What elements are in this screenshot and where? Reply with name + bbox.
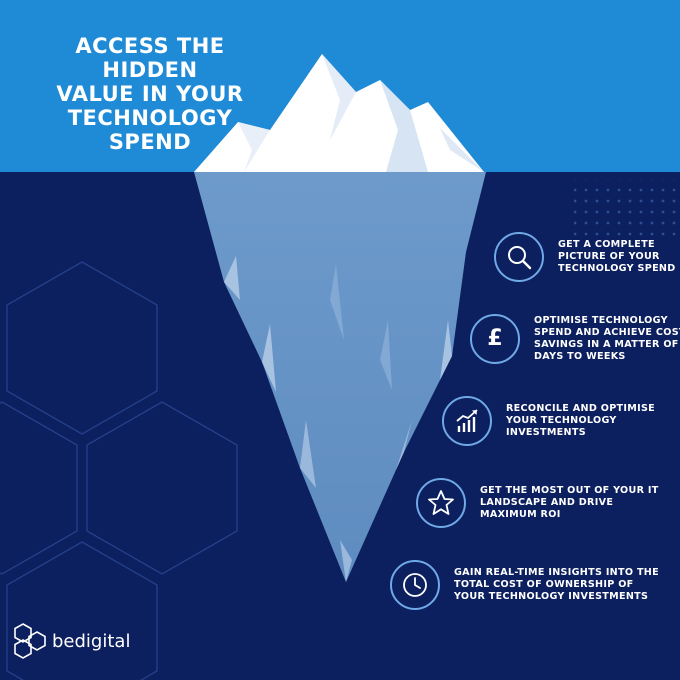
headline: ACCESS THE HIDDEN VALUE IN YOUR TECHNOLO… (24, 34, 276, 154)
headline-line: ACCESS THE HIDDEN (75, 34, 225, 82)
benefit-line: GET THE MOST OUT OF YOUR IT (480, 485, 659, 496)
headline-line: TECHNOLOGY (67, 106, 233, 130)
benefit-complete-picture: GET A COMPLETE PICTURE OF YOUR TECHNOLOG… (494, 232, 676, 282)
benefit-text: GET A COMPLETE PICTURE OF YOUR TECHNOLOG… (558, 239, 676, 275)
dot-grid-decoration (574, 180, 680, 240)
benefit-text: GET THE MOST OUT OF YOUR IT LANDSCAPE AN… (480, 485, 659, 521)
benefit-reconcile: RECONCILE AND OPTIMISE YOUR TECHNOLOGY I… (442, 396, 655, 446)
logo-text: bedigital (52, 630, 131, 652)
benefit-line: TECHNOLOGY SPEND (558, 263, 676, 274)
benefit-line: PICTURE OF YOUR (558, 251, 660, 262)
benefit-icon-ring (390, 560, 440, 610)
hexagon-decoration (0, 261, 238, 680)
benefit-line: YOUR TECHNOLOGY (506, 415, 617, 426)
benefit-line: GET A COMPLETE (558, 239, 655, 250)
benefit-line: MAXIMUM ROI (480, 509, 561, 520)
benefit-real-time-insights: GAIN REAL-TIME INSIGHTS INTO THE TOTAL C… (390, 560, 659, 610)
iceberg-underwater (194, 172, 486, 582)
bedigital-logo: bedigital (10, 620, 130, 662)
benefit-line: INVESTMENTS (506, 427, 586, 438)
benefit-line: SAVINGS IN A MATTER OF (534, 339, 679, 350)
benefit-text: RECONCILE AND OPTIMISE YOUR TECHNOLOGY I… (506, 403, 655, 439)
headline-line: SPEND (108, 130, 192, 154)
benefit-line: LANDSCAPE AND DRIVE (480, 497, 614, 508)
benefit-line: RECONCILE AND OPTIMISE (506, 403, 656, 414)
benefit-it-landscape: GET THE MOST OUT OF YOUR IT LANDSCAPE AN… (416, 478, 659, 528)
magnifier-icon (508, 246, 532, 270)
benefit-icon-ring: £ (470, 314, 520, 364)
benefit-line: YOUR TECHNOLOGY INVESTMENTS (454, 591, 649, 602)
star-icon (428, 490, 454, 515)
benefit-icon-ring (494, 232, 544, 282)
benefit-optimise-spend: £ OPTIMISE TECHNOLOGY SPEND AND ACHIEVE … (470, 314, 680, 364)
benefit-text: GAIN REAL-TIME INSIGHTS INTO THE TOTAL C… (454, 567, 659, 603)
benefit-line: GAIN REAL-TIME INSIGHTS INTO THE (454, 567, 659, 578)
benefit-line: OPTIMISE TECHNOLOGY (534, 315, 668, 326)
benefit-line: SPEND AND ACHIEVE COST (534, 327, 680, 338)
benefit-line: TOTAL COST OF OWNERSHIP OF (454, 579, 634, 590)
pound-icon: £ (487, 326, 503, 351)
iceberg-tip (194, 54, 484, 172)
growth-chart-icon (456, 409, 478, 432)
clock-icon (403, 573, 427, 597)
benefit-icon-ring (442, 396, 492, 446)
headline-line: VALUE IN YOUR (56, 82, 244, 106)
benefit-icon-ring (416, 478, 466, 528)
hexagon-logo-icon (14, 623, 46, 659)
benefit-line: DAYS TO WEEKS (534, 351, 626, 362)
benefit-text: OPTIMISE TECHNOLOGY SPEND AND ACHIEVE CO… (534, 315, 680, 363)
